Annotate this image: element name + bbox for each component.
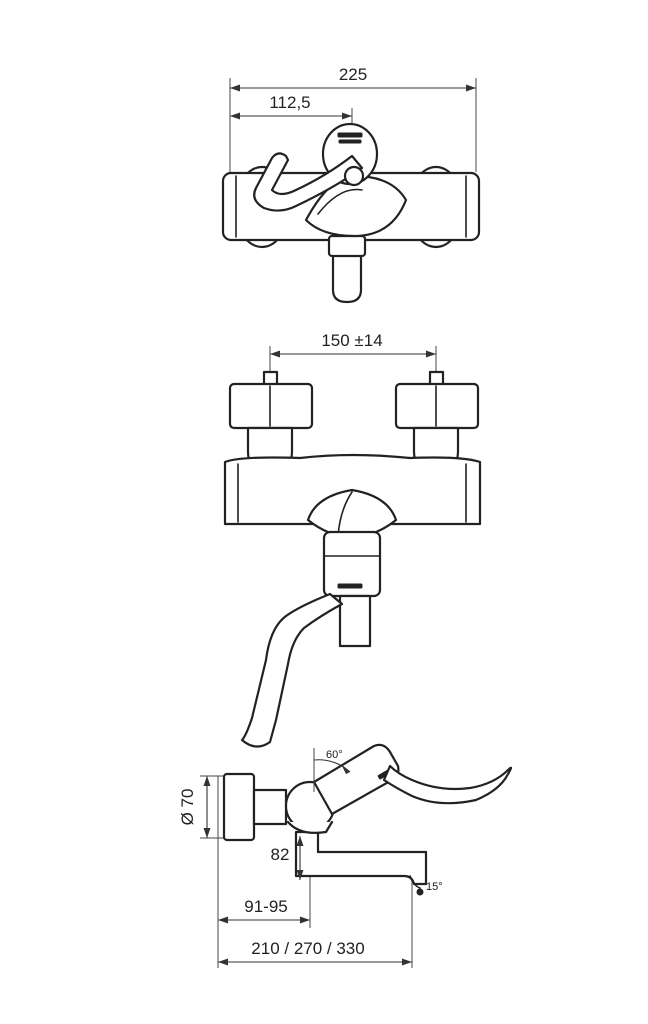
inlet-centers-dimension: 150 ±14 — [270, 331, 436, 358]
top-view: 225 112,5 — [221, 65, 481, 304]
half-width-dimension: 112,5 — [230, 93, 352, 120]
side-view: Ø 70 15° 60° 82 — [178, 743, 513, 968]
spout-front — [338, 594, 372, 648]
spout-length-label: 210 / 270 / 330 — [251, 939, 364, 958]
handle-angle-indicator: 60° — [313, 748, 351, 792]
spout-height-dimension: 82 — [271, 836, 304, 880]
spout-length-dimension: 210 / 270 / 330 — [218, 939, 412, 966]
lever-handle-top — [253, 152, 364, 212]
inlet-centers-label: 150 ±14 — [321, 331, 382, 350]
handle-angle-label: 60° — [326, 749, 343, 761]
side-wall-rosette — [222, 772, 256, 842]
lever-handle-front — [240, 592, 344, 748]
right-wall-rosette — [394, 382, 480, 430]
overall-width-dimension: 225 — [230, 65, 476, 92]
left-wall-rosette — [228, 382, 314, 430]
lever-handle-side — [382, 764, 513, 805]
overall-width-label: 225 — [339, 65, 367, 84]
aerator-angle-label: 15° — [426, 881, 443, 893]
spout-side — [294, 830, 428, 886]
wall-offset-label: 91-95 — [244, 897, 287, 916]
front-view: 150 ±14 — [223, 331, 482, 748]
spout-height-label: 82 — [271, 845, 290, 864]
body-diameter-dimension: Ø 70 — [178, 776, 211, 838]
wall-offset-dimension: 91-95 — [218, 897, 310, 924]
half-width-label: 112,5 — [269, 93, 310, 112]
body-diameter-label: Ø 70 — [178, 789, 197, 826]
